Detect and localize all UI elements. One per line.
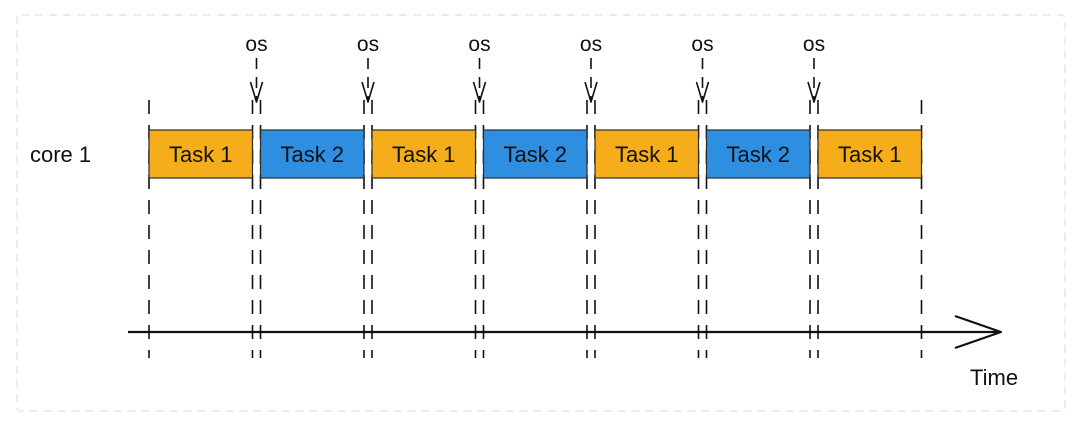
time-axis-arrowhead — [954, 314, 1003, 350]
task-block-4 — [482, 129, 588, 179]
task-label-3: Task 1 — [392, 142, 456, 167]
os-label-4: os — [580, 33, 602, 56]
time-axis-label: Time — [970, 365, 1018, 390]
task-label-2: Task 2 — [280, 142, 344, 167]
task-block-5 — [594, 129, 700, 179]
task-label-1: Task 1 — [169, 142, 233, 167]
task-block-2 — [259, 129, 365, 179]
os-arrow-head-4 — [584, 81, 598, 103]
task-blocks: Task 1 Task 2 Task 1 Task 2 Task 1 Task 2 Task… — [148, 129, 923, 179]
task-label-4: Task 2 — [503, 142, 567, 167]
core-label: core 1 — [30, 142, 91, 167]
os-arrow-head-5 — [695, 81, 710, 103]
boundary-lines — [148, 100, 923, 358]
os-label-1: os — [245, 33, 267, 56]
task-block-7 — [817, 129, 923, 179]
task-block-1 — [148, 129, 254, 179]
task-label-6: Task 2 — [726, 142, 790, 167]
diagram-border — [16, 14, 1066, 412]
os-arrow-head-3 — [472, 81, 487, 103]
os-switch-markers: os os os os os os — [245, 33, 825, 103]
os-label-5: os — [691, 33, 713, 56]
task-label-7: Task 1 — [838, 142, 902, 167]
os-label-6: os — [803, 33, 825, 56]
task-block-6 — [705, 129, 811, 179]
os-label-2: os — [357, 33, 379, 56]
task-block-3 — [371, 129, 477, 179]
os-arrow-head-1 — [249, 81, 264, 103]
task-label-5: Task 1 — [615, 142, 679, 167]
os-arrow-head-6 — [807, 81, 821, 103]
os-arrow-head-2 — [361, 81, 375, 103]
os-label-3: os — [468, 33, 490, 56]
